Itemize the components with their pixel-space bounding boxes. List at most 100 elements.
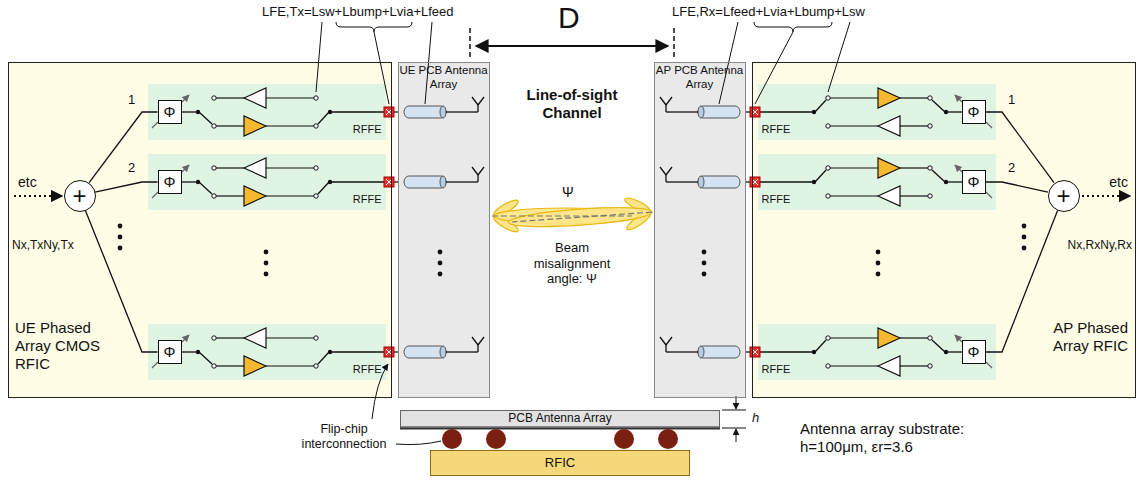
wire [216, 337, 244, 338]
wire [830, 365, 878, 366]
switch-blade [318, 112, 329, 124]
node-fill [398, 62, 490, 398]
wire [666, 111, 698, 112]
node-fill [148, 154, 386, 210]
wire [266, 167, 314, 168]
wire [446, 111, 478, 112]
main-lobe [508, 204, 653, 230]
node-text: RFFE [762, 123, 791, 136]
wire [266, 337, 314, 338]
wire [948, 351, 962, 352]
rffe-block: RFFE Φ [148, 324, 386, 380]
node-fill [962, 340, 986, 364]
node-text: UE PCB Antenna Array [399, 64, 488, 92]
node-fill [8, 62, 392, 398]
rffe-block: RFFEΦ [758, 324, 996, 380]
callout-label: Flip-chip interconnection [296, 422, 392, 452]
antenna-symbol [472, 337, 478, 345]
wire [446, 351, 478, 352]
wire [758, 181, 812, 182]
wire [266, 195, 314, 196]
rffe-block: RFFE Φ [758, 84, 996, 140]
transmission-line [698, 106, 740, 118]
wire [182, 351, 196, 352]
rffe-block: RFFEΦ [148, 154, 386, 210]
phase-shifter: Φ [962, 340, 986, 364]
wire [900, 167, 928, 168]
node-fill [654, 62, 746, 398]
wire [900, 195, 928, 196]
wire [182, 181, 196, 182]
summing-node: + [1048, 180, 1080, 212]
amplifier-symbol [244, 116, 266, 136]
tuning-arrow [986, 362, 992, 368]
node-text: Φ [968, 104, 980, 119]
leader-line [828, 22, 850, 92]
switch-contact [826, 336, 830, 340]
antenna-symbol [660, 337, 666, 345]
node-text: RFFE [353, 363, 382, 376]
wire [948, 181, 962, 182]
node-fill [64, 180, 96, 212]
wire [758, 351, 812, 352]
transmission-line [404, 106, 446, 118]
element-count: Nx,TxNy,Tx [12, 238, 74, 252]
transmission-line-end [698, 176, 704, 188]
switch-contact [928, 96, 932, 100]
node-fill [752, 62, 1136, 398]
switch-contact [212, 124, 216, 128]
dimension-arrow [736, 429, 737, 442]
wire [216, 365, 244, 366]
solder-bumps [442, 429, 678, 449]
antenna-symbol [660, 97, 666, 105]
phase-shifter: Φ [158, 100, 182, 124]
antenna-symbol [478, 167, 484, 175]
ellipsis-dot [702, 261, 707, 266]
channel-number: 1 [128, 92, 135, 108]
phase-shifter: Φ [158, 340, 182, 364]
amplifier-symbol [244, 356, 266, 376]
bump-pad [384, 107, 394, 117]
element-count: Nx,RxNy,Rx [1068, 238, 1132, 252]
channel-number: 2 [128, 160, 135, 176]
distance-label: D [558, 0, 580, 36]
switch-contact [314, 194, 318, 198]
wire [182, 111, 196, 112]
wire [900, 97, 928, 98]
antenna-symbol [478, 97, 484, 105]
reference-line [673, 28, 675, 60]
wire [900, 365, 928, 366]
signal-label: etc [18, 174, 37, 191]
switch-blade [318, 182, 329, 194]
ellipsis-dot [1022, 246, 1027, 251]
summing-node: + [64, 180, 96, 212]
signal-label: etc [1109, 174, 1128, 191]
bump-pad [384, 177, 394, 187]
box-fills [8, 62, 1136, 476]
dimension-label: h [752, 410, 759, 426]
antenna-symbol [477, 175, 478, 182]
ellipsis-dot [118, 224, 123, 229]
wire [216, 125, 244, 126]
wire [900, 125, 928, 126]
node-text: Φ [164, 174, 176, 189]
ellipsis-dot [118, 235, 123, 240]
wire [830, 125, 878, 126]
switch-contact [314, 364, 318, 368]
solder-bump [658, 429, 678, 449]
antenna-symbol [665, 345, 666, 352]
substrate-note: Antenna array substrate: h=100μm, εr=3.6 [800, 420, 1010, 456]
wire [666, 351, 698, 352]
antenna-symbol [666, 337, 672, 345]
transmission-line-end [698, 106, 704, 118]
ellipsis-dot [702, 272, 707, 277]
illustration [14, 22, 1130, 449]
antenna-symbol [472, 97, 478, 105]
amplifier-symbol [878, 356, 900, 376]
switch-blade [815, 100, 826, 112]
array-channels [118, 88, 1027, 376]
node-text: + [72, 184, 86, 208]
antenna-symbol [665, 175, 666, 182]
switch-contact [212, 336, 216, 340]
wire [266, 365, 314, 366]
